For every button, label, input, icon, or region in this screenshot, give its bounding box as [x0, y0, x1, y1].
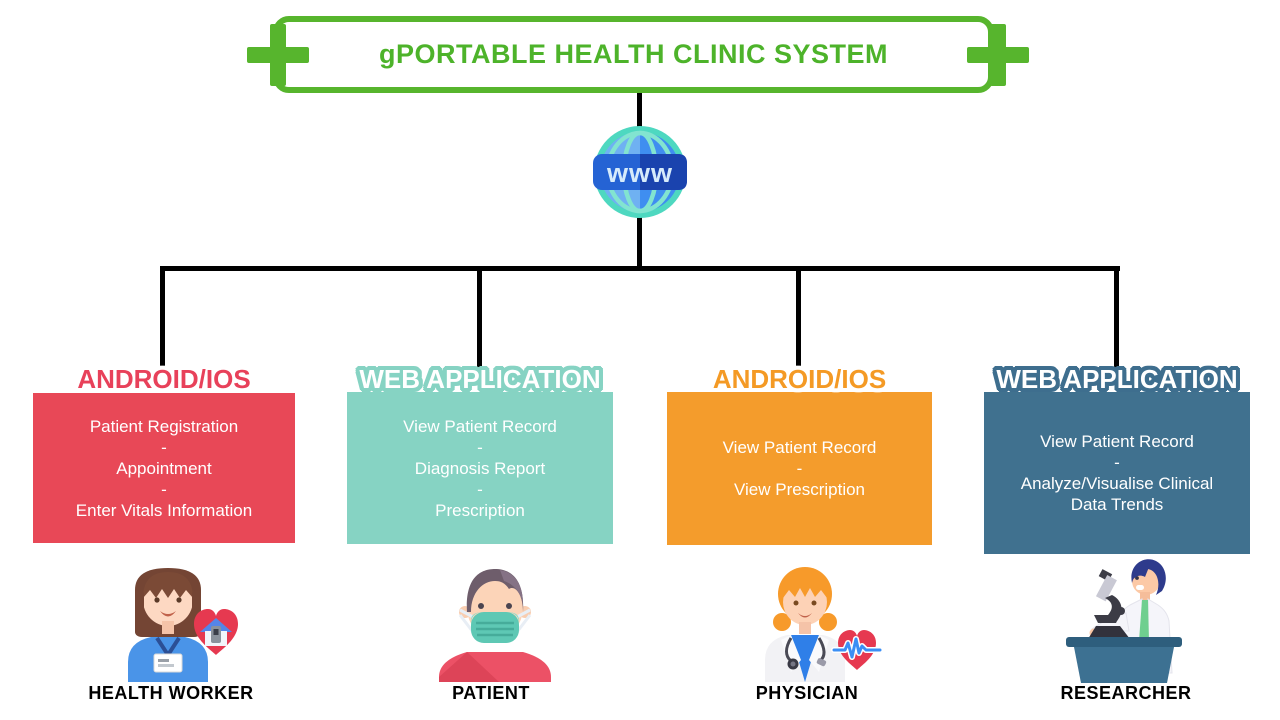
feature-box-patient: View Patient Record - Diagnosis Report -… — [347, 392, 613, 544]
actor-label-physician: PHYSICIAN — [755, 682, 859, 703]
medical-cross-icon — [967, 24, 1029, 86]
connector-drop-4 — [1114, 266, 1119, 368]
nurse-figure — [128, 568, 208, 682]
connector-drop-1 — [160, 266, 165, 368]
platform-header-android-ios-1: ANDROID/IOS — [77, 363, 251, 394]
feature-item: View Prescription — [733, 480, 866, 499]
desk — [1066, 637, 1182, 683]
feature-separator: - — [161, 479, 167, 499]
platform-header-web-2: WEB APPLICATION — [996, 363, 1238, 394]
connector-drop-2 — [477, 266, 482, 368]
feature-item: Diagnosis Report — [414, 458, 546, 478]
feature-item: Enter Vitals Information — [75, 500, 253, 520]
patient-figure — [439, 569, 551, 682]
heartbeat-icon — [831, 630, 883, 670]
feature-item: View Patient Record — [403, 416, 557, 436]
actor-label-patient: PATIENT — [452, 682, 530, 703]
heart-house-icon — [194, 609, 238, 655]
health-worker-icon — [128, 568, 238, 682]
feature-item: Analyze/Visualise Clinical Data Trends — [1020, 474, 1214, 514]
feature-separator: - — [477, 437, 483, 457]
feature-item: Patient Registration — [89, 416, 239, 436]
feature-separator: - — [161, 437, 167, 457]
feature-separator: - — [477, 479, 483, 499]
feature-box-health-worker: Patient Registration - Appointment - Ent… — [33, 393, 295, 543]
actor-label-health-worker: HEALTH WORKER — [88, 682, 254, 703]
platform-header-android-ios-2: ANDROID/IOS — [712, 363, 887, 394]
page-title: gPORTABLE HEALTH CLINIC SYSTEM — [379, 39, 888, 69]
feature-item: Prescription — [435, 500, 525, 520]
title-banner: gPORTABLE HEALTH CLINIC SYSTEM — [273, 16, 994, 93]
doctor-figure — [765, 567, 845, 682]
researcher-microscope-icon — [1066, 559, 1182, 683]
feature-separator: - — [796, 459, 803, 478]
feature-item: View Patient Record — [1040, 432, 1194, 451]
connector-horizontal — [160, 266, 1120, 271]
microscope-icon — [1088, 569, 1130, 639]
feature-item: View Patient Record — [722, 438, 877, 457]
feature-item: Appointment — [116, 458, 212, 478]
globe-www-icon: www — [593, 126, 687, 218]
masked-patient-icon — [439, 569, 551, 682]
medical-cross-icon — [247, 24, 309, 86]
actor-label-researcher: RESEARCHER — [1060, 682, 1192, 703]
www-label: www — [606, 158, 673, 188]
feature-box-researcher: View Patient Record - Analyze/Visualise … — [984, 392, 1250, 554]
feature-box-physician: View Patient Record - View Prescription — [667, 392, 932, 545]
connector-drop-3 — [796, 266, 801, 368]
physician-heartbeat-icon — [765, 567, 883, 682]
feature-separator: - — [1114, 453, 1120, 472]
platform-header-web-1: WEB APPLICATION — [359, 363, 601, 394]
